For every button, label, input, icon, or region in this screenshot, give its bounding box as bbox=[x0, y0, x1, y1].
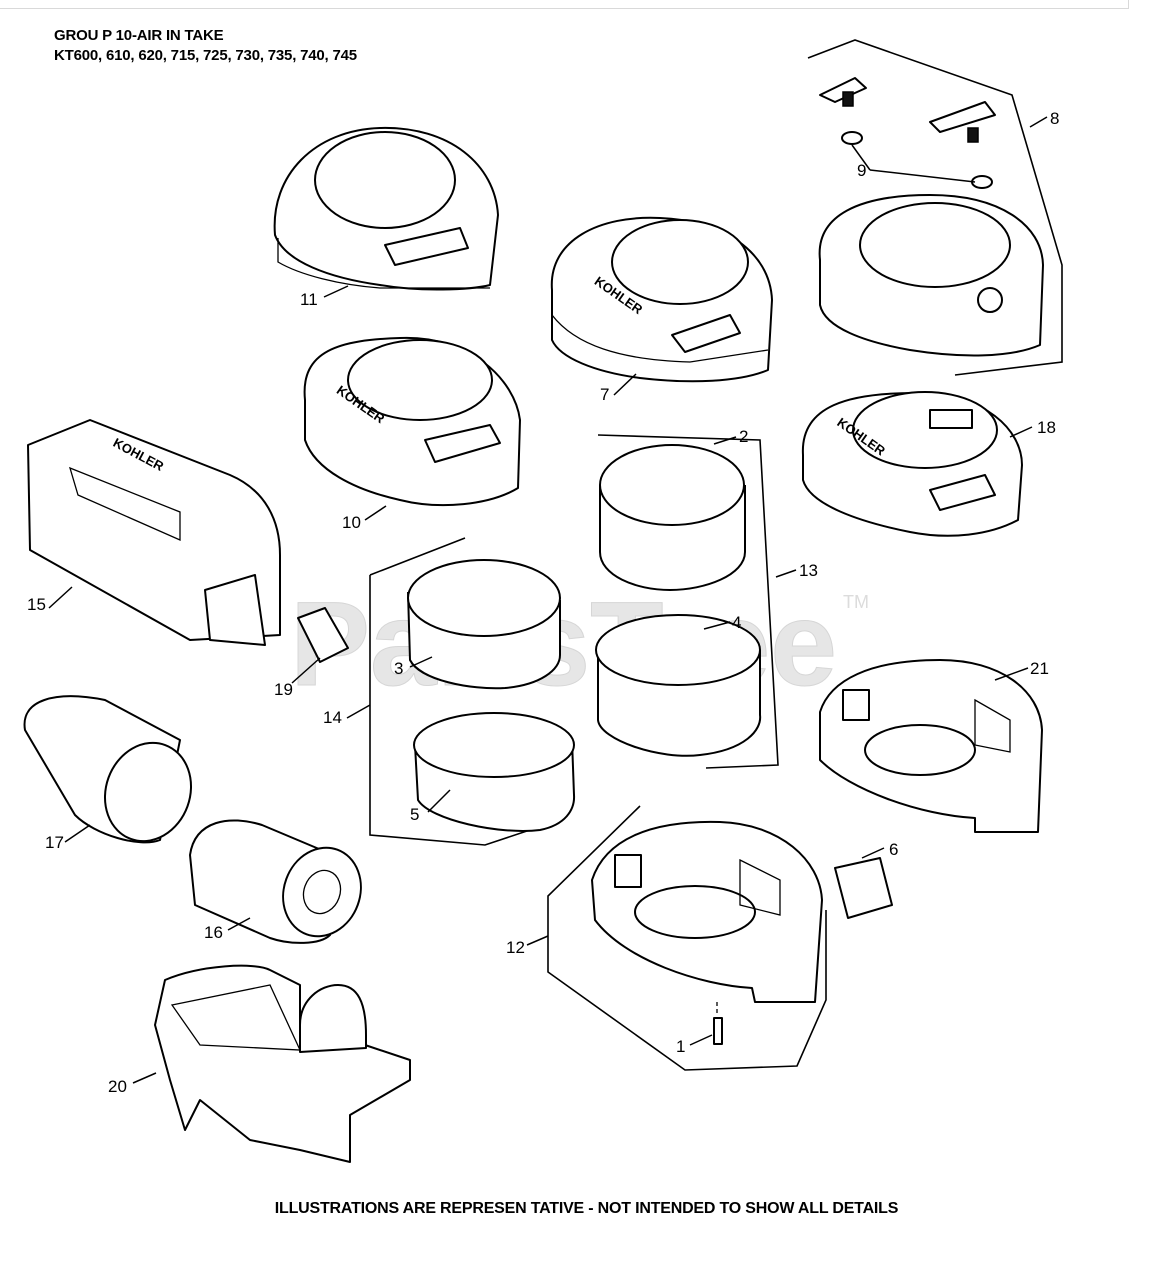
callout-1[interactable]: 1 bbox=[676, 1037, 685, 1056]
callout-6[interactable]: 6 bbox=[889, 840, 898, 859]
watermark: PartsTree TM bbox=[290, 577, 870, 712]
callout-8[interactable]: 8 bbox=[1050, 109, 1059, 128]
callout-3[interactable]: 3 bbox=[394, 659, 403, 678]
callout-19[interactable]: 19 bbox=[274, 680, 293, 699]
group-12-bracket bbox=[547, 805, 827, 1071]
callout-18[interactable]: 18 bbox=[1037, 418, 1056, 437]
callout-16[interactable]: 16 bbox=[204, 923, 223, 942]
leader-lines bbox=[48, 116, 1048, 1084]
callout-21[interactable]: 21 bbox=[1030, 659, 1049, 678]
part-18-cover[interactable]: KOHLER bbox=[801, 391, 1023, 537]
group-title: GROU P 10-AIR IN TAKE bbox=[54, 27, 224, 44]
part-9-oring-a[interactable] bbox=[841, 131, 863, 145]
part-20-housing[interactable] bbox=[154, 964, 411, 1163]
part-10-cover[interactable]: KOHLER bbox=[303, 336, 521, 507]
part-15-cover[interactable]: KOHLER bbox=[27, 419, 281, 646]
callout-12[interactable]: 12 bbox=[506, 938, 525, 957]
diagram-header: GROU P 10-AIR IN TAKE KT600, 610, 620, 7… bbox=[54, 26, 357, 66]
watermark-tm: TM bbox=[843, 592, 869, 612]
callout-17[interactable]: 17 bbox=[45, 833, 64, 852]
callout-20[interactable]: 20 bbox=[108, 1077, 127, 1096]
part-1-pin[interactable] bbox=[713, 1017, 723, 1045]
part-17-sleeve[interactable] bbox=[23, 695, 205, 853]
part-8-cover-assembly[interactable] bbox=[807, 39, 1063, 376]
callout-2[interactable]: 2 bbox=[739, 427, 748, 446]
part-3-filter[interactable] bbox=[407, 559, 561, 690]
callout-13[interactable]: 13 bbox=[799, 561, 818, 580]
part-7-cover[interactable]: KOHLER bbox=[550, 216, 773, 383]
callout-4[interactable]: 4 bbox=[732, 613, 741, 632]
callout-7[interactable]: 7 bbox=[600, 385, 609, 404]
part-19-clip[interactable] bbox=[297, 607, 349, 663]
part-2-filter[interactable] bbox=[599, 444, 746, 591]
callout-labels: 11 7 8 9 10 18 2 13 3 4 14 5 21 6 12 1 1… bbox=[27, 109, 1059, 1096]
callout-5[interactable]: 5 bbox=[410, 805, 419, 824]
part-12-base[interactable] bbox=[591, 820, 823, 1015]
disclaimer-footer: ILLUSTRATIONS ARE REPRESEN TATIVE - NOT … bbox=[274, 1200, 899, 1217]
part-11-cover[interactable] bbox=[273, 126, 499, 291]
part-16-filter[interactable] bbox=[189, 819, 373, 947]
top-border bbox=[0, 0, 1129, 9]
part-21-base[interactable] bbox=[819, 659, 1043, 833]
part-4-precleaner[interactable] bbox=[595, 614, 762, 757]
group-13-bracket bbox=[597, 434, 779, 769]
callout-11[interactable]: 11 bbox=[300, 290, 318, 309]
part-6-gasket[interactable] bbox=[834, 857, 893, 919]
part-5-precleaner[interactable] bbox=[413, 712, 576, 832]
callout-9[interactable]: 9 bbox=[857, 161, 866, 180]
callout-10[interactable]: 10 bbox=[342, 513, 361, 532]
model-list: KT600, 610, 620, 715, 725, 730, 735, 740… bbox=[54, 47, 357, 64]
callout-15[interactable]: 15 bbox=[27, 595, 46, 614]
callout-14[interactable]: 14 bbox=[323, 708, 342, 727]
